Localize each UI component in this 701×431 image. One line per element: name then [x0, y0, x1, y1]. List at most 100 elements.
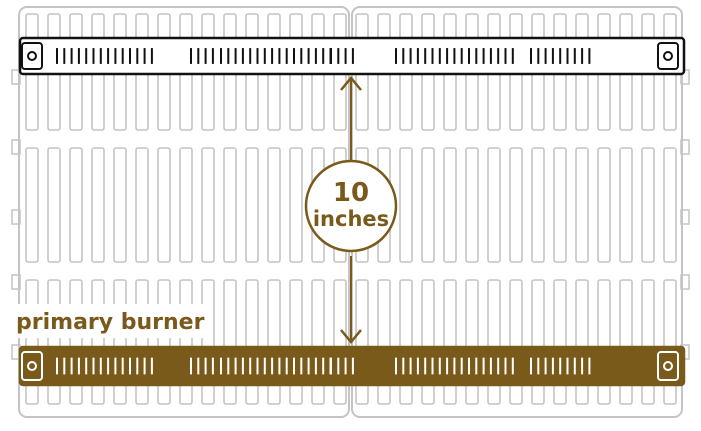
burner-port	[136, 357, 139, 375]
burner-port	[402, 357, 405, 375]
burner-end-hole	[27, 361, 37, 371]
burner-port	[530, 48, 532, 64]
grate-slot	[619, 279, 633, 405]
burner-port	[136, 48, 139, 64]
burner-port	[300, 357, 303, 375]
burner-port	[559, 48, 562, 64]
burner-port	[409, 357, 412, 375]
grate-slot	[223, 147, 237, 263]
grate-slot	[465, 279, 479, 405]
burner-port	[322, 357, 325, 375]
burner-port	[263, 48, 266, 64]
burner-port	[544, 357, 547, 375]
burner-port	[211, 357, 214, 375]
burner-port	[588, 48, 591, 64]
burner-port	[438, 48, 441, 64]
burner-port	[293, 357, 295, 375]
burner-port	[431, 357, 434, 375]
grate-slot	[377, 279, 391, 405]
burner-port	[530, 357, 532, 375]
burner-port	[234, 357, 237, 375]
grate-side-tab	[11, 69, 21, 85]
burner-port	[143, 357, 146, 375]
burner-port	[99, 48, 102, 64]
burner-port	[566, 357, 569, 375]
grate-slot	[553, 279, 567, 405]
grate-slot	[399, 147, 413, 263]
burner-port	[314, 48, 317, 64]
burner-port	[337, 48, 340, 64]
burner-port	[107, 357, 110, 375]
burner-port	[256, 48, 259, 64]
grate-slot	[575, 147, 589, 263]
grate-side-tab	[11, 139, 21, 155]
burner-port	[453, 357, 456, 375]
burner-end-hole	[663, 51, 673, 61]
measurement-unit: inches	[313, 207, 389, 231]
burner-port	[143, 48, 146, 64]
burner-end-cap-left	[21, 42, 43, 70]
burner-port	[424, 48, 427, 64]
burner-end-hole	[27, 51, 37, 61]
grate-side-tab	[680, 139, 690, 155]
burner-port	[220, 48, 222, 64]
primary-burner-tube	[18, 345, 686, 387]
burner-port	[559, 357, 562, 375]
burner-port	[581, 357, 584, 375]
burner-port	[581, 48, 584, 64]
grate-slot	[25, 147, 39, 263]
burner-end-hole	[663, 361, 673, 371]
grate-slot	[25, 279, 39, 405]
grate-slot	[443, 279, 457, 405]
burner-port	[314, 357, 317, 375]
upper-burner-tube	[18, 36, 686, 76]
burner-port	[263, 357, 266, 375]
burner-port	[453, 48, 456, 64]
burner-port	[351, 357, 354, 375]
burner-port	[227, 357, 230, 375]
burner-port	[220, 357, 222, 375]
burner-port	[475, 357, 478, 375]
grate-slot	[245, 147, 259, 263]
grate-slot	[267, 279, 281, 405]
grate-slot	[311, 279, 325, 405]
burner-port	[197, 48, 200, 64]
burner-port	[211, 48, 214, 64]
grate-slot	[69, 279, 83, 405]
burner-port	[424, 357, 427, 375]
burner-port	[197, 357, 200, 375]
burner-port	[468, 357, 470, 375]
grate-slot	[157, 279, 171, 405]
burner-port	[482, 48, 485, 64]
burner-port	[573, 357, 576, 375]
burner-port	[77, 357, 80, 375]
burner-port	[249, 357, 252, 375]
grate-slot	[465, 147, 479, 263]
burner-port	[573, 48, 576, 64]
grate-slot	[399, 279, 413, 405]
burner-port	[566, 48, 569, 64]
grate-slot	[69, 147, 83, 263]
grate-slot	[553, 147, 567, 263]
grate-slot	[179, 147, 193, 263]
burner-port	[114, 357, 117, 375]
burner-port	[92, 48, 95, 64]
burner-port	[190, 48, 192, 64]
arrow-up-icon	[340, 76, 362, 91]
burner-port	[416, 48, 419, 64]
grate-slot	[201, 279, 215, 405]
burner-port	[431, 48, 434, 64]
burner-port	[56, 48, 58, 64]
grate-slot	[575, 279, 589, 405]
burner-port	[107, 48, 110, 64]
grate-slot	[663, 279, 677, 405]
grate-slot	[509, 147, 523, 263]
grate-slot	[619, 147, 633, 263]
burner-port	[300, 48, 303, 64]
burner-port	[475, 48, 478, 64]
burner-port	[114, 48, 117, 64]
grate-slot	[179, 279, 193, 405]
burner-port	[285, 48, 288, 64]
